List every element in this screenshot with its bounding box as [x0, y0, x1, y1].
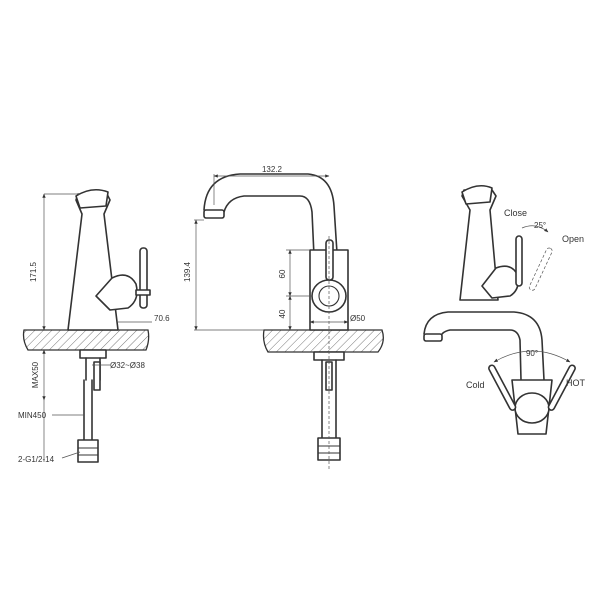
right-bottom-lever-cold	[488, 364, 517, 411]
left-dim-lever-offset: 70.6	[154, 314, 170, 323]
middle-dim-base-height: 40	[278, 309, 287, 318]
right-label-close: Close	[504, 208, 527, 218]
right-operation-views: Close 25° Open 90° Cold HOT	[423, 184, 586, 435]
right-bottom-lever-hot	[547, 364, 576, 411]
left-hose-fitting	[77, 439, 99, 463]
middle-lever-handle	[325, 239, 334, 281]
left-dim-height: 171.5	[29, 261, 38, 282]
left-dim-hose: MIN450	[18, 411, 47, 420]
middle-dim-spout-height: 139.4	[183, 261, 192, 282]
left-faucet-top	[75, 188, 109, 209]
left-mount-nut	[79, 349, 107, 359]
left-side-view: 171.5 MAX50 70.6 Ø32~Ø38 MIN450 2-G1/2-1…	[18, 188, 170, 464]
left-countertop	[22, 329, 150, 351]
right-bottom-aerator	[423, 333, 443, 342]
middle-dim-body-height: 60	[278, 269, 287, 278]
middle-aerator	[203, 209, 225, 219]
left-mount-rod	[93, 361, 101, 391]
left-lever-handle	[139, 247, 148, 309]
right-label-angle-bottom: 90°	[526, 349, 538, 358]
right-label-angle-top: 25°	[534, 221, 546, 230]
right-top-lever-closed	[515, 235, 523, 287]
right-label-cold: Cold	[466, 380, 485, 390]
middle-dim-reach: 132.2	[262, 165, 283, 174]
right-label-hot: HOT	[566, 378, 586, 388]
right-top-faucet-head	[461, 184, 493, 205]
right-bottom-cartridge	[514, 392, 550, 424]
left-dim-thread: 2-G1/2-14	[18, 455, 55, 464]
left-lever-collar	[135, 289, 151, 296]
middle-front-view: 132.2 139.4 60 40 Ø50	[183, 165, 384, 470]
left-lever-cartridge	[95, 274, 138, 311]
right-label-open: Open	[562, 234, 584, 244]
middle-countertop	[262, 329, 384, 353]
left-dim-hole: Ø32~Ø38	[110, 361, 145, 370]
right-top-lever-open	[528, 247, 553, 291]
middle-dim-base-diameter: Ø50	[350, 314, 366, 323]
left-dim-deck: MAX50	[31, 361, 40, 388]
